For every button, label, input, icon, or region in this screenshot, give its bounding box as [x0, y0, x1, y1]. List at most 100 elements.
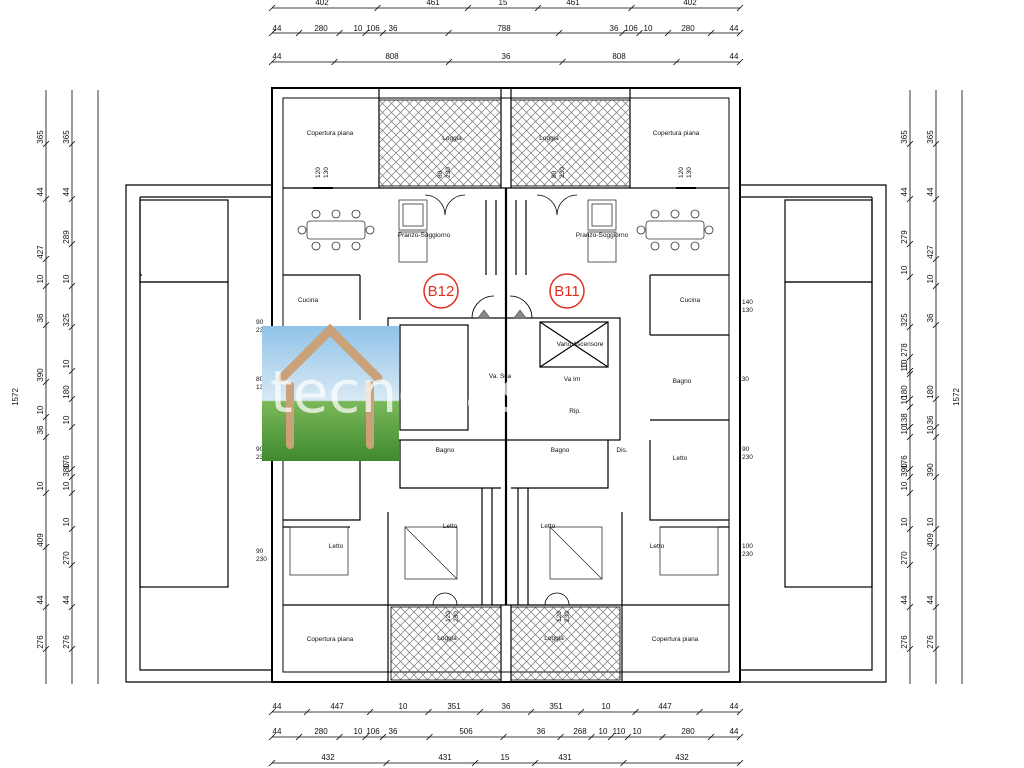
dimension-tick — [42, 413, 50, 421]
loggia-hatching — [378, 99, 631, 681]
winspec-r-letto1-a: 90 — [742, 446, 750, 453]
winspec-l-letto1-a: 90 — [256, 446, 264, 453]
house-roof-icon — [277, 323, 383, 383]
dim-bottom-row3-0: 432 — [321, 753, 335, 762]
dimension-tick — [736, 58, 744, 66]
dim-left-col2-0: 365 — [62, 130, 71, 144]
dimension-tick — [628, 4, 635, 12]
dimension-tick — [636, 29, 643, 37]
dim-left-col2-12: 270 — [62, 551, 71, 565]
sofa-left-icon — [398, 231, 428, 263]
dim-top-row2-3: 106 — [366, 24, 380, 33]
winspec-tl-cover-a: 120 — [315, 167, 322, 178]
winspec-r-cucina-a: 140 — [742, 299, 753, 306]
dim-left-col2-6: 180 — [62, 385, 71, 399]
dim-left-col1-0: 365 — [36, 130, 45, 144]
dimension-tick — [42, 255, 50, 263]
dimension-tick — [268, 58, 276, 66]
dim-top-row3-1: 808 — [385, 52, 399, 61]
dim-left-col1-9: 409 — [36, 533, 45, 547]
room-label-cover-br: Copertura piana — [652, 636, 699, 643]
dim-right-col2-11: 44 — [926, 595, 935, 604]
dim-right-col2-7: 10 — [926, 425, 935, 434]
dimension-tick — [268, 759, 276, 767]
dimension-tick — [500, 733, 507, 741]
winspec-br-loggia-b: 230 — [564, 611, 571, 622]
dimension-tick — [42, 140, 50, 148]
dimension-tick — [906, 240, 914, 248]
winspec-l-letto1-b: 230 — [256, 454, 267, 461]
dim-right-col2-2: 427 — [926, 245, 935, 259]
dim-top-row3-3: 808 — [612, 52, 626, 61]
room-label-living-right: Pranzo-Soggiorno — [576, 232, 629, 239]
room-label-bed-right-2: Letto — [650, 543, 665, 550]
dim-right-col1-6: 278 — [900, 343, 909, 357]
dimension-tick — [906, 433, 914, 441]
winspec-l-letto2-b: 230 — [256, 556, 267, 563]
dim-right-col2-6: 36 — [926, 415, 935, 424]
dim-left-col2-2: 289 — [62, 230, 71, 244]
dimension-tick — [619, 29, 626, 37]
winspec-tr-cover-a: 120 — [678, 167, 685, 178]
room-label-bed-right-1: Letto — [673, 455, 688, 462]
dimension-tick — [68, 603, 76, 611]
dim-left-col2-1: 44 — [62, 187, 71, 196]
dimension-tick — [557, 733, 564, 741]
dimension-tick — [42, 645, 50, 653]
dimension-tick — [620, 759, 627, 767]
dimension-tick — [707, 733, 715, 741]
winspec-r-cucina-b: 130 — [742, 307, 753, 314]
dim-bottom-row2-2: 10 — [354, 727, 363, 736]
dim-left-col1-8: 10 — [36, 481, 45, 490]
dimension-ticks — [42, 4, 940, 767]
dimension-tick — [736, 29, 744, 37]
room-label-bath-center-left: Bagno — [436, 447, 455, 454]
dimension-tick — [624, 733, 632, 741]
dim-bottom-row1-5: 351 — [549, 702, 563, 711]
dim-left-col1-4: 36 — [36, 313, 45, 322]
dim-left-col1-1: 44 — [36, 187, 45, 196]
dimension-tick — [906, 423, 914, 431]
dim-right-col1-17: 44 — [900, 595, 909, 604]
dimension-tick — [362, 733, 369, 741]
dim-bottom-row1-4: 36 — [502, 702, 511, 711]
dim-left-col2-3: 10 — [62, 274, 71, 283]
dim-right-col1-3: 10 — [900, 265, 909, 274]
dimension-tick — [932, 645, 940, 653]
doors — [424, 194, 578, 606]
dimension-tick — [426, 733, 433, 741]
dim-right-col1-2: 279 — [900, 230, 909, 244]
dimension-tick — [906, 370, 914, 378]
dim-right-col2-5: 180 — [926, 385, 935, 399]
winspec-tl-cover-b: 130 — [323, 167, 330, 178]
dimension-tick — [527, 708, 535, 716]
room-label-bed-center-right: Letto — [541, 523, 556, 530]
dimension-tick — [906, 273, 914, 281]
dim-bottom-row2-12: 44 — [730, 727, 739, 736]
room-label-loggia-br: Loggia — [544, 635, 564, 642]
dim-top-row3-0: 44 — [273, 52, 282, 61]
dimension-tick — [68, 561, 76, 569]
dim-top-row1-3: 461 — [566, 0, 580, 7]
dim-left-col2-7: 10 — [62, 415, 71, 424]
dim-top-row2-4: 36 — [389, 24, 398, 33]
dim-right-col2-0: 365 — [926, 130, 935, 144]
dim-right-col2-9: 10 — [926, 517, 935, 526]
tecnocasa-logo — [262, 323, 399, 461]
dim-right-col2-12: 276 — [926, 635, 935, 649]
dim-bottom-row2-1: 280 — [314, 727, 328, 736]
dim-left-col1-2: 427 — [36, 245, 45, 259]
dimension-tick — [736, 4, 744, 12]
room-label-stair: Va. Sca — [489, 373, 512, 380]
dim-bottom-row2-8: 10 — [599, 727, 608, 736]
dimension-tick — [303, 708, 311, 716]
dimension-tick — [906, 403, 914, 411]
dim-right-col2-3: 10 — [926, 274, 935, 283]
dimension-tick — [906, 645, 914, 653]
dimension-tick — [932, 321, 940, 329]
window-spec-labels: 120 130 80 230 80 230 120 130 90 230 80 … — [256, 167, 753, 622]
dim-bottom-row2-0: 44 — [273, 727, 282, 736]
dimension-lines — [45, 7, 963, 764]
dimension-tick — [68, 240, 76, 248]
dim-top-row1-0: 402 — [315, 0, 329, 7]
